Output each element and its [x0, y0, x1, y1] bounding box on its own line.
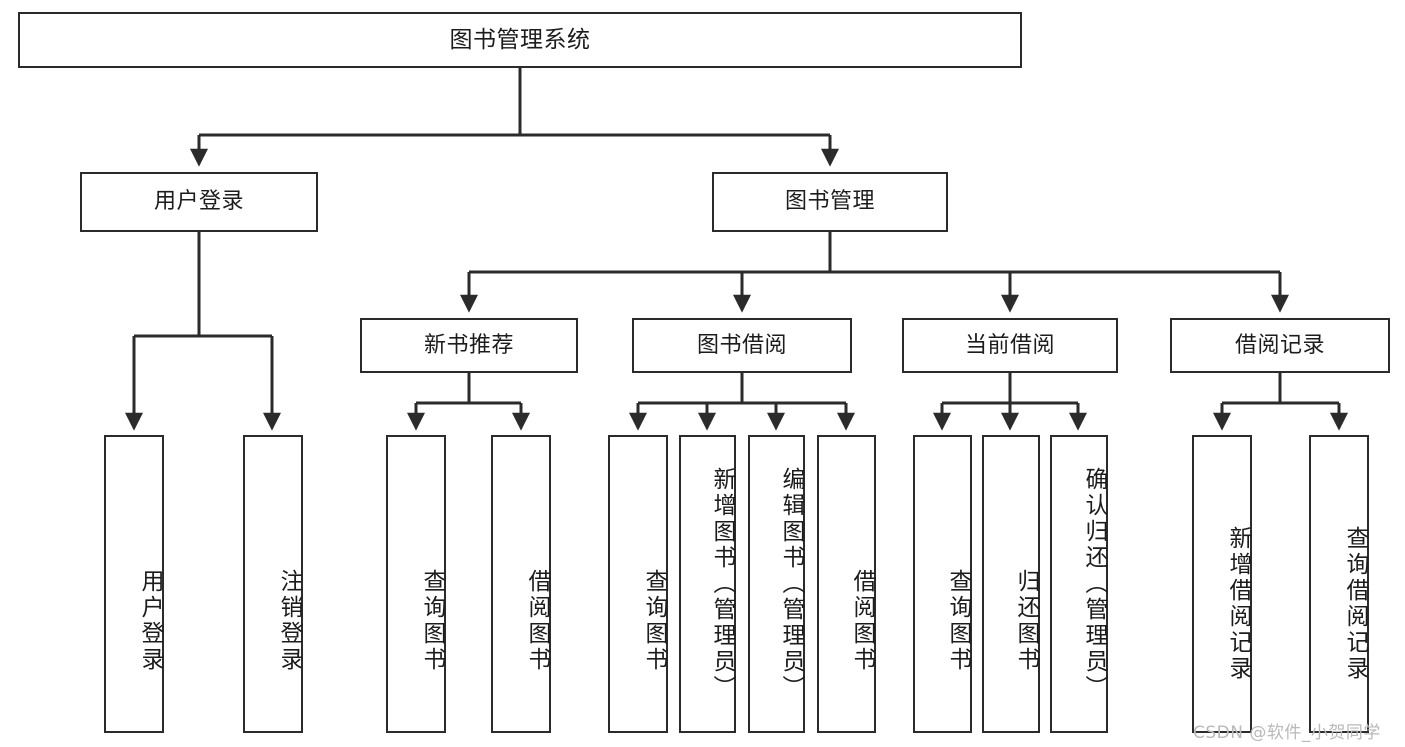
node-book-management[interactable]: 图书管理: [712, 172, 948, 232]
leaf-return-book[interactable]: 归还图书: [982, 435, 1040, 733]
leaf-add-book-admin[interactable]: 新增图书（管理员）: [679, 435, 736, 733]
leaf-logout-login[interactable]: 注销登录: [243, 435, 303, 733]
leaf-query-book-recommend[interactable]: 查询图书: [386, 435, 446, 733]
leaf-user-login[interactable]: 用户登录: [104, 435, 164, 733]
node-root-book-management-system[interactable]: 图书管理系统: [18, 12, 1022, 68]
leaf-borrow-book-recommend[interactable]: 借阅图书: [491, 435, 551, 733]
leaf-edit-book-admin[interactable]: 编辑图书（管理员）: [748, 435, 805, 733]
leaf-query-borrow-record[interactable]: 查询借阅记录: [1309, 435, 1369, 733]
node-current-borrow[interactable]: 当前借阅: [902, 318, 1118, 373]
node-new-book-recommend[interactable]: 新书推荐: [360, 318, 578, 373]
node-book-borrow[interactable]: 图书借阅: [632, 318, 852, 373]
leaf-confirm-return-admin[interactable]: 确认归还（管理员）: [1050, 435, 1108, 733]
leaf-query-book-current[interactable]: 查询图书: [913, 435, 972, 733]
leaf-borrow-book-borrow[interactable]: 借阅图书: [817, 435, 876, 733]
csdn-watermark: CSDN @软件_小贺同学: [1193, 723, 1381, 743]
leaf-add-borrow-record[interactable]: 新增借阅记录: [1192, 435, 1252, 733]
leaf-query-book-borrow[interactable]: 查询图书: [608, 435, 668, 733]
node-user-login[interactable]: 用户登录: [80, 172, 318, 232]
node-borrow-record[interactable]: 借阅记录: [1170, 318, 1390, 373]
